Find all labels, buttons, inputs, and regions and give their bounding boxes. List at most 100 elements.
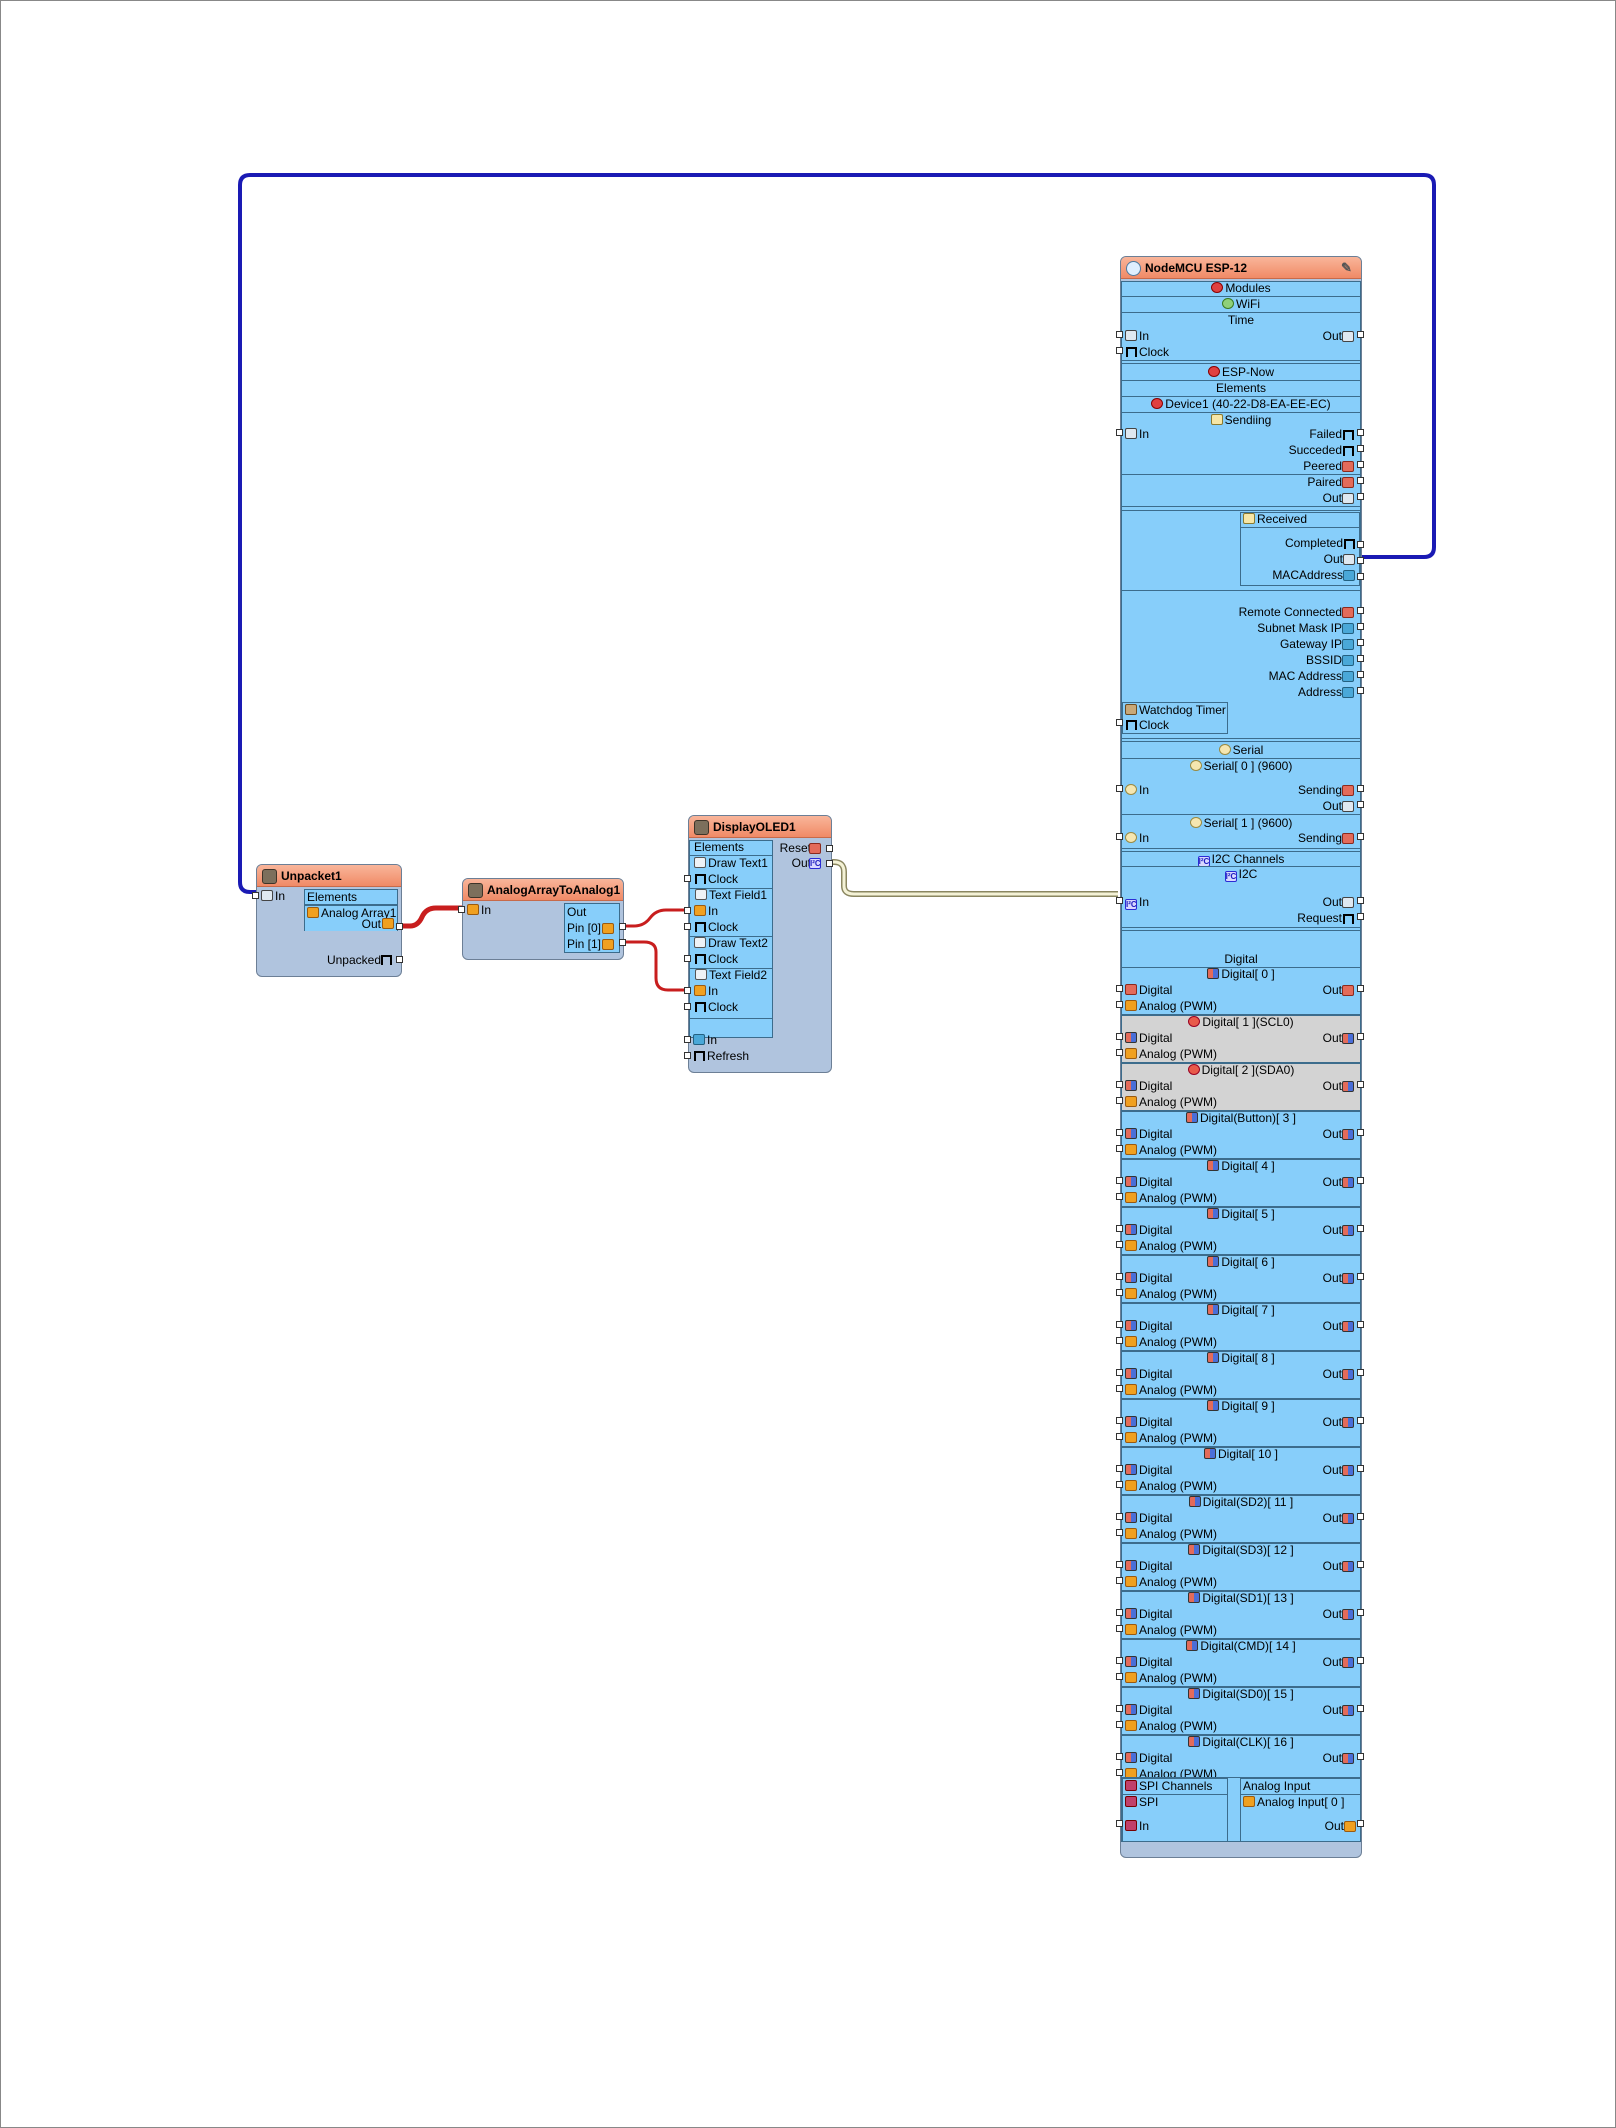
mac-addr-pin[interactable] bbox=[1357, 671, 1364, 678]
serial-row[interactable]: Serial bbox=[1122, 742, 1360, 758]
converter-title-bar[interactable]: AnalogArrayToAnalog1 bbox=[463, 879, 623, 901]
display-out-pin[interactable] bbox=[826, 860, 833, 867]
analog-pwm-pin[interactable] bbox=[1116, 1049, 1123, 1056]
digital-in-pin[interactable] bbox=[1116, 1465, 1123, 1472]
failed-pin[interactable] bbox=[1357, 429, 1364, 436]
analog-pwm-pin[interactable] bbox=[1116, 1577, 1123, 1584]
completed-pin[interactable] bbox=[1357, 541, 1364, 548]
text-field1-row[interactable]: Text Field1 bbox=[690, 887, 772, 903]
i2c-out-pin[interactable] bbox=[1357, 897, 1364, 904]
unpacked-pin[interactable] bbox=[396, 956, 403, 963]
digital-in-pin[interactable] bbox=[1116, 1177, 1123, 1184]
digital-in-pin[interactable] bbox=[1116, 1129, 1123, 1136]
digital-in-pin[interactable] bbox=[1116, 1369, 1123, 1376]
wire-pin0-to-textfield1[interactable] bbox=[622, 908, 690, 928]
display-component[interactable]: DisplayOLED1 Elements Draw Text1 Clock T… bbox=[684, 815, 833, 1073]
wire-received-to-unpacket[interactable] bbox=[238, 173, 1436, 894]
digital-out-pin[interactable] bbox=[1357, 1753, 1364, 1760]
digital-out-pin[interactable] bbox=[1357, 1705, 1364, 1712]
digital-out-pin[interactable] bbox=[1357, 1081, 1364, 1088]
draw-text2-clock-pin[interactable] bbox=[684, 955, 691, 962]
converter-out-panel[interactable]: Out Pin [0] Pin [1] bbox=[564, 903, 620, 953]
sending-in-pin[interactable] bbox=[1116, 429, 1123, 436]
unpacket-component[interactable]: Unpacket1 In Elements Analog Array1 Out … bbox=[252, 864, 403, 977]
digital-in-pin[interactable] bbox=[1116, 1225, 1123, 1232]
digital-in-pin[interactable] bbox=[1116, 1705, 1123, 1712]
time-in-pin[interactable] bbox=[1116, 331, 1123, 338]
analog-pwm-pin[interactable] bbox=[1116, 1433, 1123, 1440]
mac-address-pin[interactable] bbox=[1357, 573, 1364, 580]
received-panel[interactable]: Received Completed Out MACAddress bbox=[1240, 512, 1360, 586]
converter-component[interactable]: AnalogArrayToAnalog1 In Out Pin [0] Pin … bbox=[458, 878, 626, 960]
serial1-row[interactable]: Serial[ 1 ] (9600) bbox=[1122, 815, 1360, 831]
paired-pin[interactable] bbox=[1357, 477, 1364, 484]
digital-out-pin[interactable] bbox=[1357, 1273, 1364, 1280]
digital-in-pin[interactable] bbox=[1116, 985, 1123, 992]
display-title-bar[interactable]: DisplayOLED1 bbox=[689, 816, 831, 838]
wire-oled-to-i2c[interactable] bbox=[826, 859, 1118, 897]
sending-out-pin[interactable] bbox=[1357, 493, 1364, 500]
serial0-row[interactable]: Serial[ 0 ] (9600) bbox=[1122, 758, 1360, 774]
text-field2-in-pin[interactable] bbox=[684, 987, 691, 994]
digital-in-pin[interactable] bbox=[1116, 1513, 1123, 1520]
digital-out-pin[interactable] bbox=[1357, 1033, 1364, 1040]
analog-array-out-pin[interactable] bbox=[396, 923, 403, 930]
succeded-pin[interactable] bbox=[1357, 445, 1364, 452]
serial1-in-pin[interactable] bbox=[1116, 833, 1123, 840]
i2c-in-pin[interactable] bbox=[1116, 897, 1123, 904]
received-out-pin[interactable] bbox=[1357, 557, 1364, 564]
digital-out-pin[interactable] bbox=[1357, 1561, 1364, 1568]
digital-out-pin[interactable] bbox=[1357, 1369, 1364, 1376]
sending-row[interactable]: Sendiing bbox=[1122, 412, 1360, 428]
analog-pwm-pin[interactable] bbox=[1116, 1097, 1123, 1104]
digital-in-pin[interactable] bbox=[1116, 1273, 1123, 1280]
esp-now-row[interactable]: ESP-Now bbox=[1122, 364, 1360, 380]
analog-pwm-pin[interactable] bbox=[1116, 1337, 1123, 1344]
draw-text1-row[interactable]: Draw Text1 bbox=[690, 855, 772, 871]
draw-text2-row[interactable]: Draw Text2 bbox=[690, 935, 772, 951]
unpacket-title-bar[interactable]: Unpacket1 bbox=[257, 865, 401, 887]
analog-array-element[interactable]: Analog Array1 Out bbox=[305, 905, 397, 931]
text-field1-in-pin[interactable] bbox=[684, 907, 691, 914]
remote-connected-pin[interactable] bbox=[1357, 607, 1364, 614]
display-in-pin[interactable] bbox=[684, 1036, 691, 1043]
analog-pwm-pin[interactable] bbox=[1116, 1193, 1123, 1200]
refresh-pin[interactable] bbox=[684, 1052, 691, 1059]
digital-in-pin[interactable] bbox=[1116, 1609, 1123, 1616]
digital-in-pin[interactable] bbox=[1116, 1321, 1123, 1328]
serial0-out-pin[interactable] bbox=[1357, 801, 1364, 808]
digital-in-pin[interactable] bbox=[1116, 1417, 1123, 1424]
digital-out-pin[interactable] bbox=[1357, 1609, 1364, 1616]
analog-pwm-pin[interactable] bbox=[1116, 1241, 1123, 1248]
analog-pwm-pin[interactable] bbox=[1116, 1625, 1123, 1632]
spi-in-pin[interactable] bbox=[1116, 1820, 1123, 1827]
analog-input-out-pin[interactable] bbox=[1357, 1820, 1364, 1827]
digital-out-pin[interactable] bbox=[1357, 1225, 1364, 1232]
device1-row[interactable]: Device1 (40-22-D8-EA-EE-EC) bbox=[1122, 396, 1360, 412]
digital-out-pin[interactable] bbox=[1357, 1321, 1364, 1328]
watchdog-clock-pin[interactable] bbox=[1116, 719, 1123, 726]
subnet-mask-ip-pin[interactable] bbox=[1357, 623, 1364, 630]
analog-pwm-pin[interactable] bbox=[1116, 1721, 1123, 1728]
digital-out-pin[interactable] bbox=[1357, 1417, 1364, 1424]
reset-pin[interactable] bbox=[826, 845, 833, 852]
serial0-in-pin[interactable] bbox=[1116, 785, 1123, 792]
digital-in-pin[interactable] bbox=[1116, 1657, 1123, 1664]
analog-pwm-pin[interactable] bbox=[1116, 1769, 1123, 1776]
digital-out-pin[interactable] bbox=[1357, 1129, 1364, 1136]
modules-panel[interactable]: Modules WiFi Time In Out Clock ESP-Now E… bbox=[1121, 281, 1361, 989]
analog-input-panel[interactable]: Analog Input Analog Input[ 0 ] Out bbox=[1240, 1778, 1361, 1842]
